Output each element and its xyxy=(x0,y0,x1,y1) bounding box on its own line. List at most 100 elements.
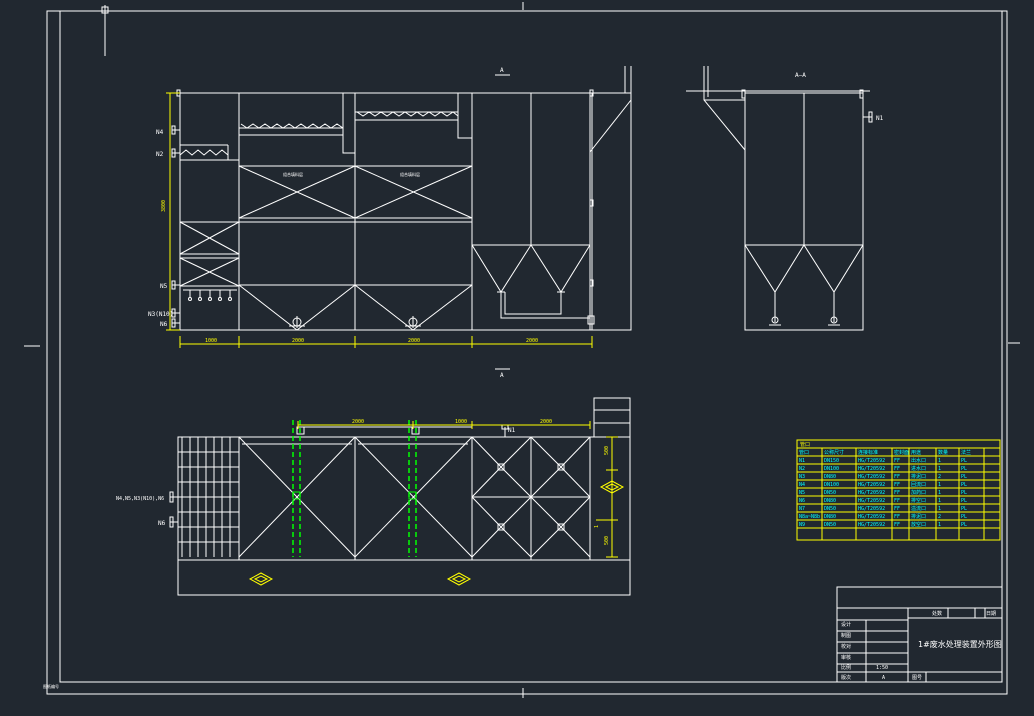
svg-text:2000: 2000 xyxy=(292,338,304,344)
label-n5: N5 xyxy=(160,283,168,290)
table-header-cell: 连接标准 xyxy=(858,449,878,456)
svg-text:组合填料层: 组合填料层 xyxy=(283,171,303,177)
label-n2: N2 xyxy=(156,151,164,158)
table-cell: 1 xyxy=(938,506,941,512)
tb-row-6: 版次 xyxy=(841,674,851,681)
label-plan-left: N4,N5,N3(N10),N6 xyxy=(116,496,164,502)
label-n4: N4 xyxy=(156,129,164,136)
table-cell: 排空口 xyxy=(911,497,926,504)
table-cell: 2 xyxy=(938,474,941,480)
table-cell: 2 xyxy=(938,514,941,520)
table-cell: DN100 xyxy=(824,482,839,488)
table-cell: DN100 xyxy=(824,466,839,472)
table-cell: HG/T20592 xyxy=(858,514,885,520)
table-cell: N8a~N8b xyxy=(799,514,820,520)
drawing-frame: 图纸编号 xyxy=(24,2,1020,698)
table-header-cell: 数量 xyxy=(938,449,948,456)
tb-row-0: 设计 xyxy=(841,621,851,628)
svg-text:1000: 1000 xyxy=(455,419,467,425)
svg-text:2000: 2000 xyxy=(540,419,552,425)
table-cell: DN80 xyxy=(824,474,836,480)
table-cell: HG/T20592 xyxy=(858,522,885,528)
svg-text:2000: 2000 xyxy=(352,419,364,425)
title-block: 处数 日期 1#废水处理装置外形图 设计 制图 校对 审核 比例 版次 1:50… xyxy=(836,586,1003,683)
tb-top-mid: 处数 xyxy=(932,610,942,617)
plan-view: N1 N4,N5,N3(N10),N6 N6 2000 1000 2000 50… xyxy=(116,397,631,596)
corner-stamp: 图纸编号 xyxy=(43,683,59,689)
table-cell: 放空口 xyxy=(911,521,926,528)
svg-text:1000: 1000 xyxy=(205,338,217,344)
table-cell: DN50 xyxy=(824,522,836,528)
tb-top-right: 日期 xyxy=(986,611,996,617)
svg-text:500: 500 xyxy=(604,536,610,545)
label-plan-left2: N6 xyxy=(158,520,166,527)
section-mark-bottom: A xyxy=(500,372,504,379)
svg-text:2000: 2000 xyxy=(526,338,538,344)
table-cell: N5 xyxy=(799,490,805,496)
table-header-cell: 密封面 xyxy=(894,449,909,456)
table-cell: PL xyxy=(961,458,967,464)
table-header-cell: 管口 xyxy=(799,449,809,456)
label-n1-plan: N1 xyxy=(508,427,516,434)
tb-row-1: 制图 xyxy=(841,632,851,639)
label-n6: N6 xyxy=(160,321,168,328)
table-cell: 1 xyxy=(938,498,941,504)
table-cell: PL xyxy=(961,482,967,488)
label-n1-section: N1 xyxy=(876,115,884,122)
table-cell: N1 xyxy=(799,458,805,464)
table-caption: 管口 xyxy=(800,441,810,448)
table-cell: PL xyxy=(961,490,967,496)
table-cell: HG/T20592 xyxy=(858,466,885,472)
table-cell: 1 xyxy=(938,466,941,472)
table-header-cell: 用途 xyxy=(911,449,921,456)
table-cell: N6 xyxy=(799,498,805,504)
table-cell: 1 xyxy=(938,458,941,464)
table-cell: HG/T20592 xyxy=(858,490,885,496)
table-cell: PL xyxy=(961,498,967,504)
table-cell: PL xyxy=(961,474,967,480)
table-cell: 回流口 xyxy=(911,481,926,488)
svg-text:2000: 2000 xyxy=(408,338,420,344)
table-cell: DN80 xyxy=(824,514,836,520)
table-cell: DN50 xyxy=(824,490,836,496)
table-cell: PL xyxy=(961,466,967,472)
table-cell: N4 xyxy=(799,482,805,488)
table-cell: PL xyxy=(961,514,967,520)
tb-row-5: 比例 xyxy=(841,664,851,671)
symbol-diamond-2 xyxy=(446,572,472,586)
table-cell: HG/T20592 xyxy=(858,482,885,488)
label-n3-n10: N3(N10) xyxy=(148,311,173,318)
table-cell: 溢流口 xyxy=(911,505,926,512)
table-cell: HG/T20592 xyxy=(858,498,885,504)
tb-rev: A xyxy=(882,675,885,681)
table-header-cell: 公称尺寸 xyxy=(824,449,844,456)
table-cell: 进水口 xyxy=(911,465,926,472)
table-cell: FF xyxy=(894,506,900,512)
table-cell: N3 xyxy=(799,474,805,480)
table-cell: N2 xyxy=(799,466,805,472)
table-cell: HG/T20592 xyxy=(858,474,885,480)
table-cell: N7 xyxy=(799,506,805,512)
plan-grid xyxy=(178,437,240,560)
table-cell: 排泥口 xyxy=(911,473,926,480)
svg-text:500: 500 xyxy=(604,446,610,455)
table-cell: 1 xyxy=(938,490,941,496)
table-cell: 1 xyxy=(938,482,941,488)
table-cell: HG/T20592 xyxy=(858,506,885,512)
table-cell: FF xyxy=(894,498,900,504)
tb-scale: 1:50 xyxy=(876,665,888,671)
table-cell: 加药口 xyxy=(911,489,926,496)
symbol-diamond-1 xyxy=(248,572,274,586)
table-cell: DN80 xyxy=(824,498,836,504)
table-cell: PL xyxy=(961,522,967,528)
svg-text:组合填料层: 组合填料层 xyxy=(400,171,420,177)
table-cell: N9 xyxy=(799,522,805,528)
table-cell: FF xyxy=(894,474,900,480)
svg-text:3800: 3800 xyxy=(161,200,167,212)
table-cell: FF xyxy=(894,466,900,472)
table-cell: 1 xyxy=(938,522,941,528)
table-cell: PL xyxy=(961,506,967,512)
table-cell: FF xyxy=(894,522,900,528)
